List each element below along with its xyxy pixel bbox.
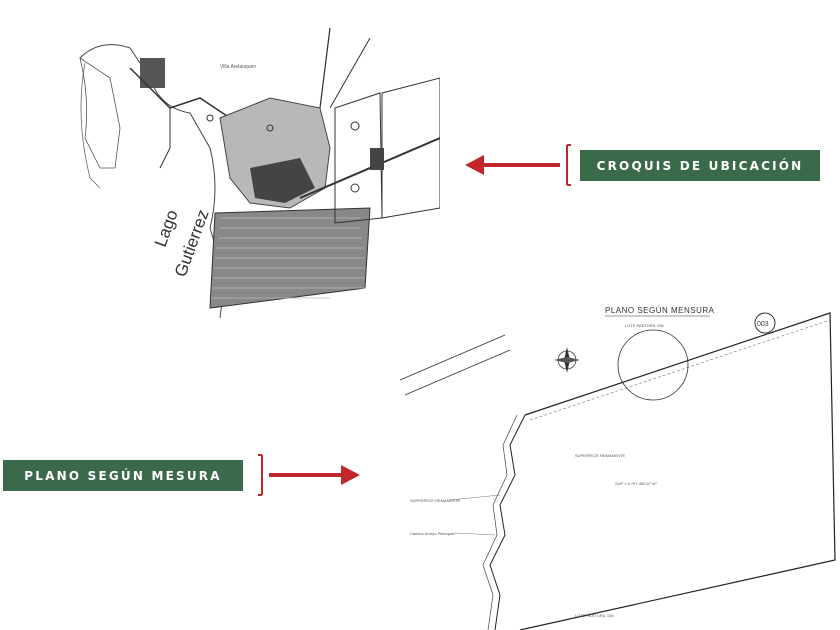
west-border-2 <box>482 414 518 630</box>
lote-bottom-label: LOTE PASTORIL 106 <box>575 613 614 618</box>
marker <box>206 114 214 122</box>
road-east <box>329 37 371 109</box>
remanente-label-1: SUPERFICIE REMANENTE <box>575 453 626 458</box>
plan-title: PLANO SEGÚN MENSURA <box>605 306 715 315</box>
circular-feature <box>617 329 689 401</box>
arrow-left-icon <box>465 144 571 186</box>
villa-label: Villa Arelauquen <box>220 64 256 70</box>
plano-label: PLANO SEGÚN MESURA <box>3 460 243 491</box>
camino-label: Camino Arroyo Pileuquen <box>410 531 455 536</box>
survey-plan-map: PLANO SEGÚN MENSURA 003 LOTE PASTORIL 10… <box>399 306 836 630</box>
lote-top-label: LOTE PASTORIL 106 <box>625 323 664 328</box>
marker <box>350 183 360 193</box>
plan-number-circle <box>754 312 776 334</box>
marker <box>266 124 274 132</box>
road-line-2 <box>404 349 511 396</box>
croquis-label: CROQUIS DE UBICACIÓN <box>580 150 820 181</box>
parcel-boundary-inner <box>529 319 831 421</box>
lake-label-line1: Lago <box>151 207 182 249</box>
superficie-label: SUP ≈ 5.797.450,67 m² <box>615 481 657 486</box>
marker <box>350 121 360 131</box>
compass-icon <box>554 347 580 373</box>
urban-block-nw <box>140 58 165 88</box>
urban-dense <box>250 158 315 203</box>
urban-block-e <box>370 148 384 170</box>
west-border <box>489 414 526 630</box>
hatch-pattern <box>211 217 365 299</box>
remanente-label-2: SUPERFICIE REMANENTE <box>410 498 461 503</box>
road-nw <box>129 67 231 119</box>
parcel-east-2 <box>381 77 440 219</box>
parcel-boundary <box>519 312 836 630</box>
location-sketch-map: Villa Arelauquen Lago Gutierrez <box>79 27 440 318</box>
lake-shoreline <box>79 44 226 318</box>
plan-number: 003 <box>757 321 769 328</box>
road-sw <box>159 108 171 169</box>
west-shore <box>80 62 101 189</box>
arrow-right-icon <box>258 454 360 496</box>
road-line <box>399 334 506 381</box>
road-north <box>319 27 331 109</box>
peninsula <box>79 57 121 169</box>
